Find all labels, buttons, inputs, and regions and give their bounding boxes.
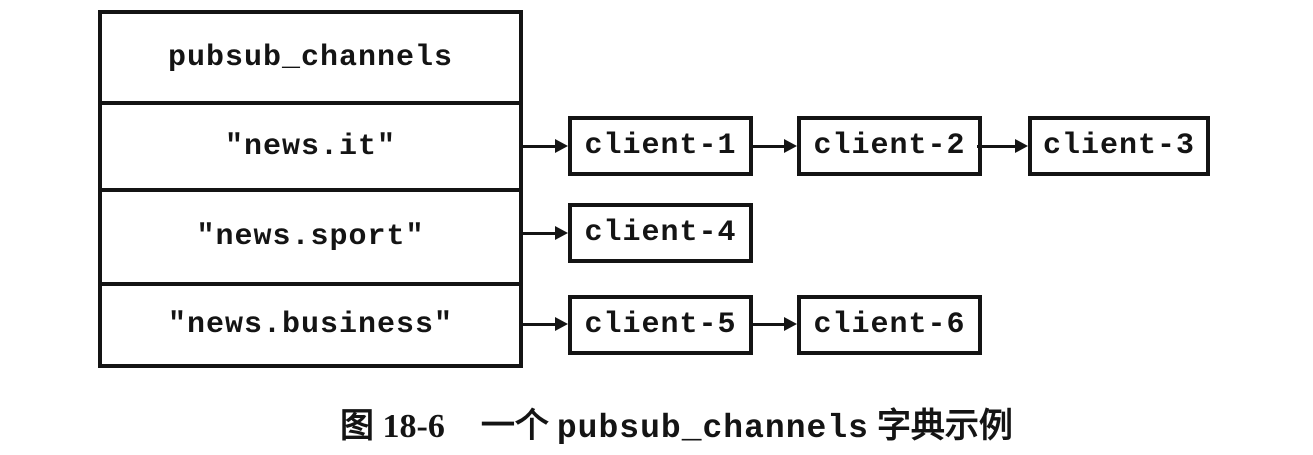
channel-key-cell-news-it: "news.it" [102, 101, 519, 188]
figure-number-label: 图 18-6 [340, 408, 445, 445]
client-node-4: client-4 [568, 203, 753, 263]
arrow-client5-to-client6-icon [753, 317, 797, 331]
client-node-6: client-6 [797, 295, 982, 355]
arrow-newssport-to-client4-icon [523, 226, 568, 240]
pubsub-channels-table: pubsub_channels "news.it" "news.sport" "… [98, 10, 523, 368]
caption-prefix-text: 一个 [480, 408, 549, 445]
client-node-5: client-5 [568, 295, 753, 355]
arrow-newsbusiness-to-client5-icon [523, 317, 568, 331]
client-node-1: client-1 [568, 116, 753, 176]
arrow-client2-to-client3-icon [977, 139, 1028, 153]
client-node-2: client-2 [797, 116, 982, 176]
client-node-3: client-3 [1028, 116, 1210, 176]
arrow-client1-to-client2-icon [753, 139, 797, 153]
arrow-newsit-to-client1-icon [523, 139, 568, 153]
channel-key-cell-news-business: "news.business" [102, 282, 519, 364]
caption-suffix-text: 字典示例 [876, 408, 1013, 445]
caption-code-text: pubsub_channels [556, 410, 869, 447]
channel-key-cell-news-sport: "news.sport" [102, 188, 519, 282]
dict-title-cell: pubsub_channels [167, 40, 454, 75]
